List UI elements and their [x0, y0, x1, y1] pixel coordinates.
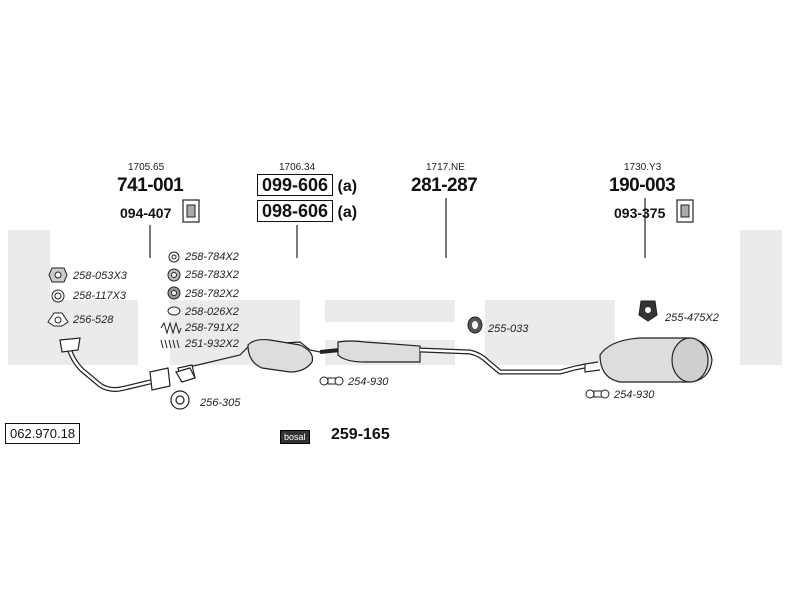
part-label: 254-930: [614, 389, 655, 401]
middle-silencer: [337, 340, 421, 363]
clamp-icon: [319, 376, 344, 386]
part-label: 258-782X2: [185, 288, 239, 300]
part-label: 255-033: [488, 323, 529, 335]
brand-part-number: 259-165: [331, 426, 390, 443]
ref-code: 1705.65: [128, 162, 165, 173]
part-label: 258-053X3: [73, 270, 127, 282]
part-label: 254-930: [348, 376, 389, 388]
sub-part-number: 094-407: [120, 205, 172, 221]
assembly-suffix: (a): [337, 204, 358, 221]
bracket-icon: [676, 199, 694, 223]
ref-code: 1717.NE: [426, 162, 465, 173]
nut-icon: [167, 268, 181, 282]
part-label: 255-475X2: [665, 312, 719, 324]
nut-icon: [167, 286, 181, 300]
clamp-icon: [585, 389, 610, 399]
brand-part-group: bosal: [280, 427, 310, 445]
part-label: 258-791X2: [185, 322, 239, 334]
downpipe-flange: [59, 337, 81, 353]
part-label: 251-932X2: [185, 338, 239, 350]
part-label: 258-784X2: [185, 251, 239, 263]
assembly-number: 190-003: [609, 175, 676, 196]
spring-icon: [160, 339, 180, 349]
assembly-number-group: 099-606 (a): [257, 174, 358, 196]
assembly-number: 099-606: [257, 174, 334, 196]
brand-logo: bosal: [280, 430, 310, 444]
gasket-icon: [170, 390, 190, 410]
hanger-icon: [467, 316, 483, 334]
assembly-number: 098-606: [257, 200, 334, 222]
assembly-number: 741-001: [117, 175, 184, 196]
part-label: 258-026X2: [185, 306, 239, 318]
bracket-icon: [182, 199, 200, 223]
part-label: 256-528: [73, 314, 114, 326]
part-label: 256-305: [200, 397, 241, 409]
part-label: 258-783X2: [185, 269, 239, 281]
washer-icon: [167, 306, 181, 316]
catalog-number: 062.970.18: [5, 423, 81, 444]
nut-icon: [48, 267, 68, 283]
sub-part-number: 093-375: [614, 205, 666, 221]
ref-code: 1730.Y3: [624, 162, 662, 173]
ref-code: 1706.34: [279, 162, 316, 173]
part-label: 258-117X3: [73, 290, 127, 302]
catalytic-converter: [247, 338, 314, 373]
assembly-number: 281-287: [411, 175, 478, 196]
spring-icon: [160, 322, 182, 334]
gasket-icon: [47, 312, 69, 327]
hanger-icon: [638, 300, 658, 322]
washer-icon: [168, 251, 180, 263]
washer-icon: [51, 289, 65, 303]
assembly-number-group: 098-606 (a): [257, 200, 358, 222]
assembly-suffix: (a): [337, 178, 358, 195]
